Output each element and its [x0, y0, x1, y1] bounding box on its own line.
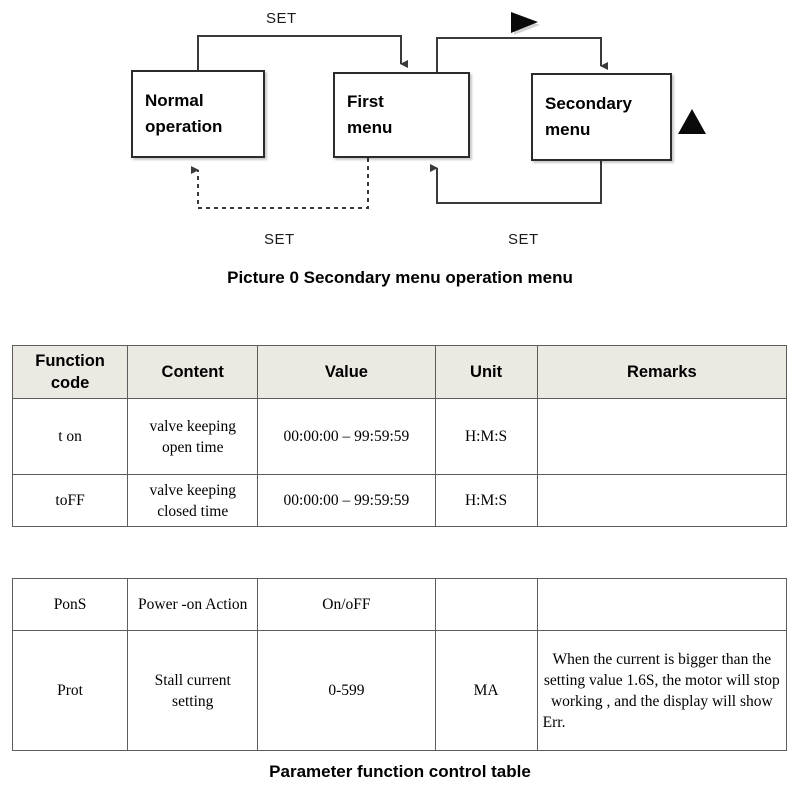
node-label-line-2: operation	[145, 117, 223, 136]
node-label-line-1: First	[347, 92, 384, 111]
node-label-line-1: Normal	[145, 91, 204, 110]
column-header-function-code: Function code	[11, 345, 129, 399]
edge-first-to-normal-dashed	[191, 158, 369, 209]
cell-function-code: Prot	[11, 630, 129, 751]
table-caption: Parameter function control table	[269, 762, 531, 781]
cell-value: 0-599	[257, 630, 436, 751]
node-label-line-2: menu	[347, 118, 393, 137]
edge-label-set-top: SET	[266, 10, 297, 27]
parameter-table-section-two: PonS Power -on Action On/oFF Prot Stall …	[11, 578, 788, 751]
cell-remarks	[536, 578, 788, 631]
edge-first-to-secondary	[436, 37, 608, 72]
edge-label-set-bottom-right: SET	[508, 231, 539, 248]
cell-function-code: PonS	[11, 578, 129, 631]
cell-value: On/oFF	[257, 578, 436, 631]
column-header-unit: Unit	[434, 345, 538, 399]
play-triangle-icon	[511, 12, 540, 35]
cell-value: 00:00:00 – 99:59:59	[257, 474, 436, 527]
cell-unit: H:M:S	[434, 474, 538, 527]
column-header-value: Value	[257, 345, 436, 399]
cell-remarks	[536, 398, 788, 475]
up-triangle-icon	[678, 109, 706, 134]
table-row: toFF valve keeping closed time 00:00:00 …	[11, 474, 788, 527]
cell-content: valve keeping closed time	[127, 474, 259, 527]
diagram-node-first-menu: First menu	[333, 72, 470, 158]
column-header-remarks: Remarks	[536, 345, 788, 399]
edge-secondary-to-first	[430, 161, 602, 204]
node-label-line-2: menu	[545, 120, 591, 139]
diagram-node-normal-operation: Normal operation	[131, 70, 265, 158]
table-row: Prot Stall current setting 0-599 MA When…	[11, 630, 788, 751]
edge-normal-to-first	[197, 35, 408, 70]
node-label-line-1: Secondary	[545, 94, 632, 113]
cell-unit: H:M:S	[434, 398, 538, 475]
table-row: t on valve keeping open time 00:00:00 – …	[11, 398, 788, 475]
cell-unit	[434, 578, 538, 631]
diagram-node-secondary-menu: Secondary menu	[531, 73, 672, 161]
cell-function-code: t on	[11, 398, 129, 475]
cell-function-code: toFF	[11, 474, 129, 527]
diagram-caption: Picture 0 Secondary menu operation menu	[227, 268, 573, 287]
parameter-table-section-one: Function code Content Value Unit Remarks…	[11, 345, 788, 527]
cell-unit: MA	[434, 630, 538, 751]
table-row: PonS Power -on Action On/oFF	[11, 578, 788, 631]
cell-remarks: When the current is bigger than the sett…	[536, 630, 788, 751]
cell-content: Power -on Action	[127, 578, 259, 631]
edge-label-set-bottom-left: SET	[264, 231, 295, 248]
menu-flow-diagram: Normal operation First menu Secondary me…	[0, 0, 800, 255]
diagram-connectors	[191, 12, 706, 209]
cell-content: valve keeping open time	[127, 398, 259, 475]
table-header-row: Function code Content Value Unit Remarks	[11, 345, 788, 399]
cell-value: 00:00:00 – 99:59:59	[257, 398, 436, 475]
column-header-content: Content	[127, 345, 259, 399]
cell-content: Stall current setting	[127, 630, 259, 751]
cell-remarks	[536, 474, 788, 527]
